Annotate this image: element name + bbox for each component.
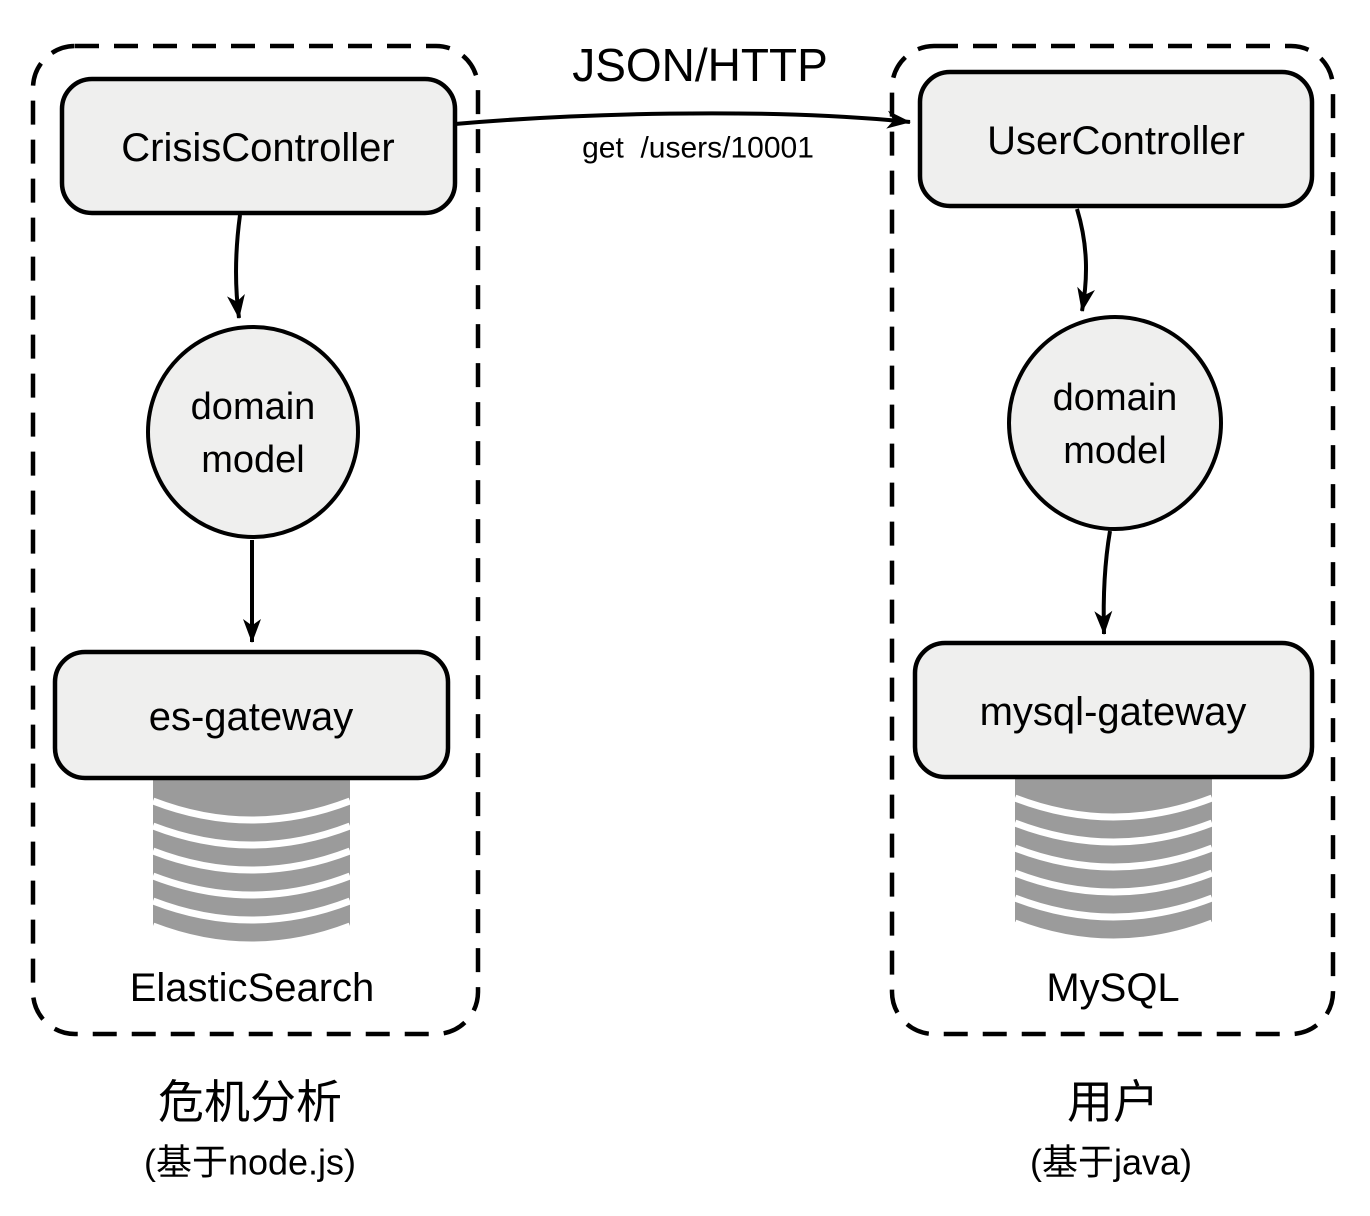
right-domain-model-label-line1: domain (1053, 377, 1178, 419)
cylinder-stripe (1013, 819, 1214, 846)
crisis-controller-label: CrisisController (121, 126, 394, 170)
cylinder-stripe (151, 897, 352, 924)
cylinder-stripe (151, 922, 352, 949)
arrow-crisis-controller-to-user-controller (454, 110, 911, 129)
json-http-connection: JSON/HTTP get /users/10001 (454, 39, 911, 165)
cylinder-stripe (151, 847, 352, 874)
cylinder-stripe (1013, 919, 1214, 946)
left-domain-model-label-line1: domain (191, 386, 316, 428)
arrow-crisis-controller-to-domain-model (227, 214, 245, 319)
request-label: get /users/10001 (582, 132, 814, 165)
right-domain-model-label-line2: model (1063, 430, 1167, 472)
arrow-domain-model-to-mysql-gateway (1094, 530, 1113, 635)
right-service-group: UserController domain model mysql-gatewa… (889, 43, 1336, 1183)
arrow-user-controller-to-domain-model (1075, 208, 1095, 312)
cylinder-stripe (1013, 869, 1214, 896)
cylinder-stripe (1013, 844, 1214, 871)
elasticsearch-label: ElasticSearch (130, 966, 375, 1010)
es-gateway-label: es-gateway (149, 695, 354, 739)
cylinder-stripe (151, 797, 352, 824)
cylinder-stripe (1013, 794, 1214, 821)
user-controller-label: UserController (987, 119, 1245, 163)
cylinder-stripe (151, 872, 352, 899)
right-service-container (889, 43, 1336, 1037)
es-gateway-node (52, 649, 451, 781)
cylinder-stripe (151, 822, 352, 849)
cylinder-stripe (1013, 894, 1214, 921)
left-domain-model-node (146, 325, 360, 539)
left-service-title: 危机分析 (158, 1076, 342, 1128)
mysql-gateway-node (912, 640, 1315, 780)
left-service-group: CrisisController domain model es-gateway… (30, 43, 481, 1183)
left-domain-model-label-line2: model (201, 439, 305, 481)
right-service-title: 用户 (1067, 1076, 1159, 1128)
left-service-subtitle: (基于node.js) (144, 1142, 356, 1183)
right-service-subtitle: (基于java) (1030, 1142, 1192, 1183)
user-controller-node (917, 69, 1315, 209)
left-service-container (30, 43, 481, 1037)
mysql-label: MySQL (1046, 966, 1179, 1010)
right-domain-model-node (1007, 315, 1223, 531)
mysql-database-icon (1013, 772, 1214, 946)
mysql-gateway-label: mysql-gateway (980, 690, 1247, 734)
elasticsearch-database-icon (151, 772, 352, 949)
crisis-controller-node (59, 76, 458, 216)
protocol-label: JSON/HTTP (572, 39, 828, 91)
